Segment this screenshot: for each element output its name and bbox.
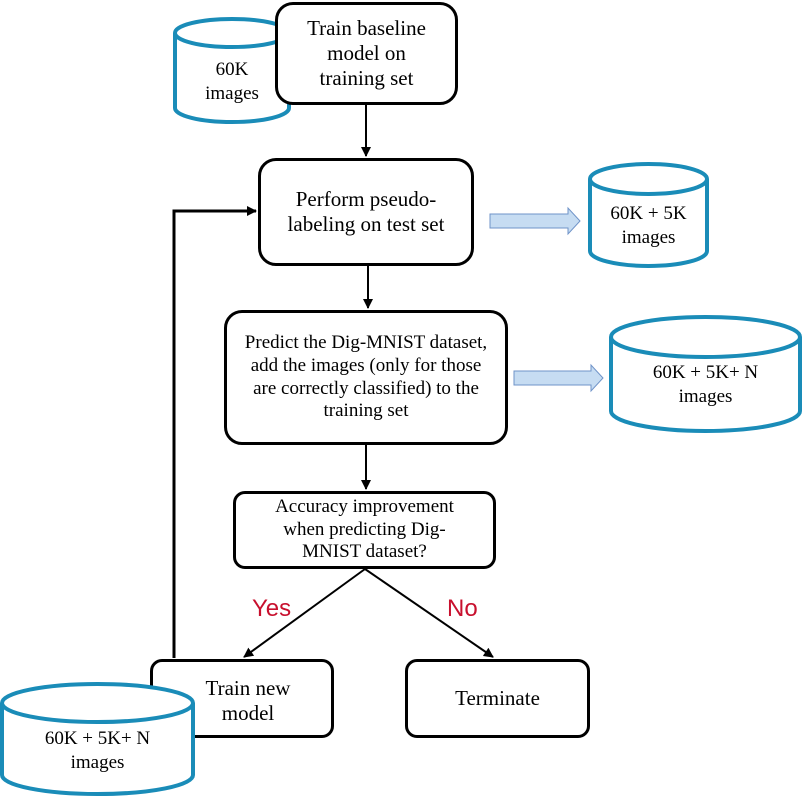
step-terminate-text: Terminate bbox=[455, 685, 540, 710]
dataset-label: 60K + 5K images bbox=[610, 203, 687, 248]
step-train-baseline: Train baseline model on training set bbox=[275, 2, 458, 105]
arrow-decision-to-terminate bbox=[364, 568, 494, 658]
arrow-loop-back bbox=[172, 206, 257, 658]
step-decision-text: Accuracy improvement when predicting Dig… bbox=[275, 495, 454, 563]
dataset-cylinder-60k-5k-n-final: 60K + 5K+ N images bbox=[0, 682, 195, 796]
branch-label-no: No bbox=[447, 595, 478, 622]
step-pseudo-labeling: Perform pseudo-labeling on test set bbox=[258, 158, 474, 266]
block-arrow-to-d3 bbox=[513, 363, 604, 393]
branch-label-yes: Yes bbox=[252, 595, 292, 622]
cylinder-shape bbox=[173, 17, 291, 124]
step-terminate: Terminate bbox=[405, 659, 590, 738]
dataset-cylinder-60k-5k-n: 60K + 5K+ N images bbox=[609, 315, 802, 433]
dataset-cylinder-60k: 60K images bbox=[173, 17, 291, 124]
block-arrow-to-d2 bbox=[489, 206, 581, 236]
dataset-cylinder-60k-5k: 60K + 5K images bbox=[588, 162, 709, 268]
cylinder-shape bbox=[609, 315, 802, 433]
step-decision: Accuracy improvement when predicting Dig… bbox=[233, 491, 496, 569]
step-pseudo-labeling-text: Perform pseudo-labeling on test set bbox=[287, 186, 445, 236]
arrow-decision-to-train-new bbox=[243, 568, 366, 658]
dataset-label: 60K + 5K+ N images bbox=[652, 362, 759, 407]
step-predict-dig-mnist-text: Predict the Dig-MNIST dataset, add the i… bbox=[244, 331, 488, 422]
cylinder-shape bbox=[588, 162, 709, 268]
step-train-baseline-text: Train baseline model on training set bbox=[307, 15, 426, 91]
dataset-label: 60K + 5K+ N images bbox=[44, 727, 151, 773]
dataset-label: 60K images bbox=[205, 58, 259, 104]
step-predict-dig-mnist: Predict the Dig-MNIST dataset, add the i… bbox=[224, 310, 508, 445]
step-train-new-model-text: Train new model bbox=[205, 676, 291, 726]
cylinder-shape bbox=[0, 682, 195, 796]
